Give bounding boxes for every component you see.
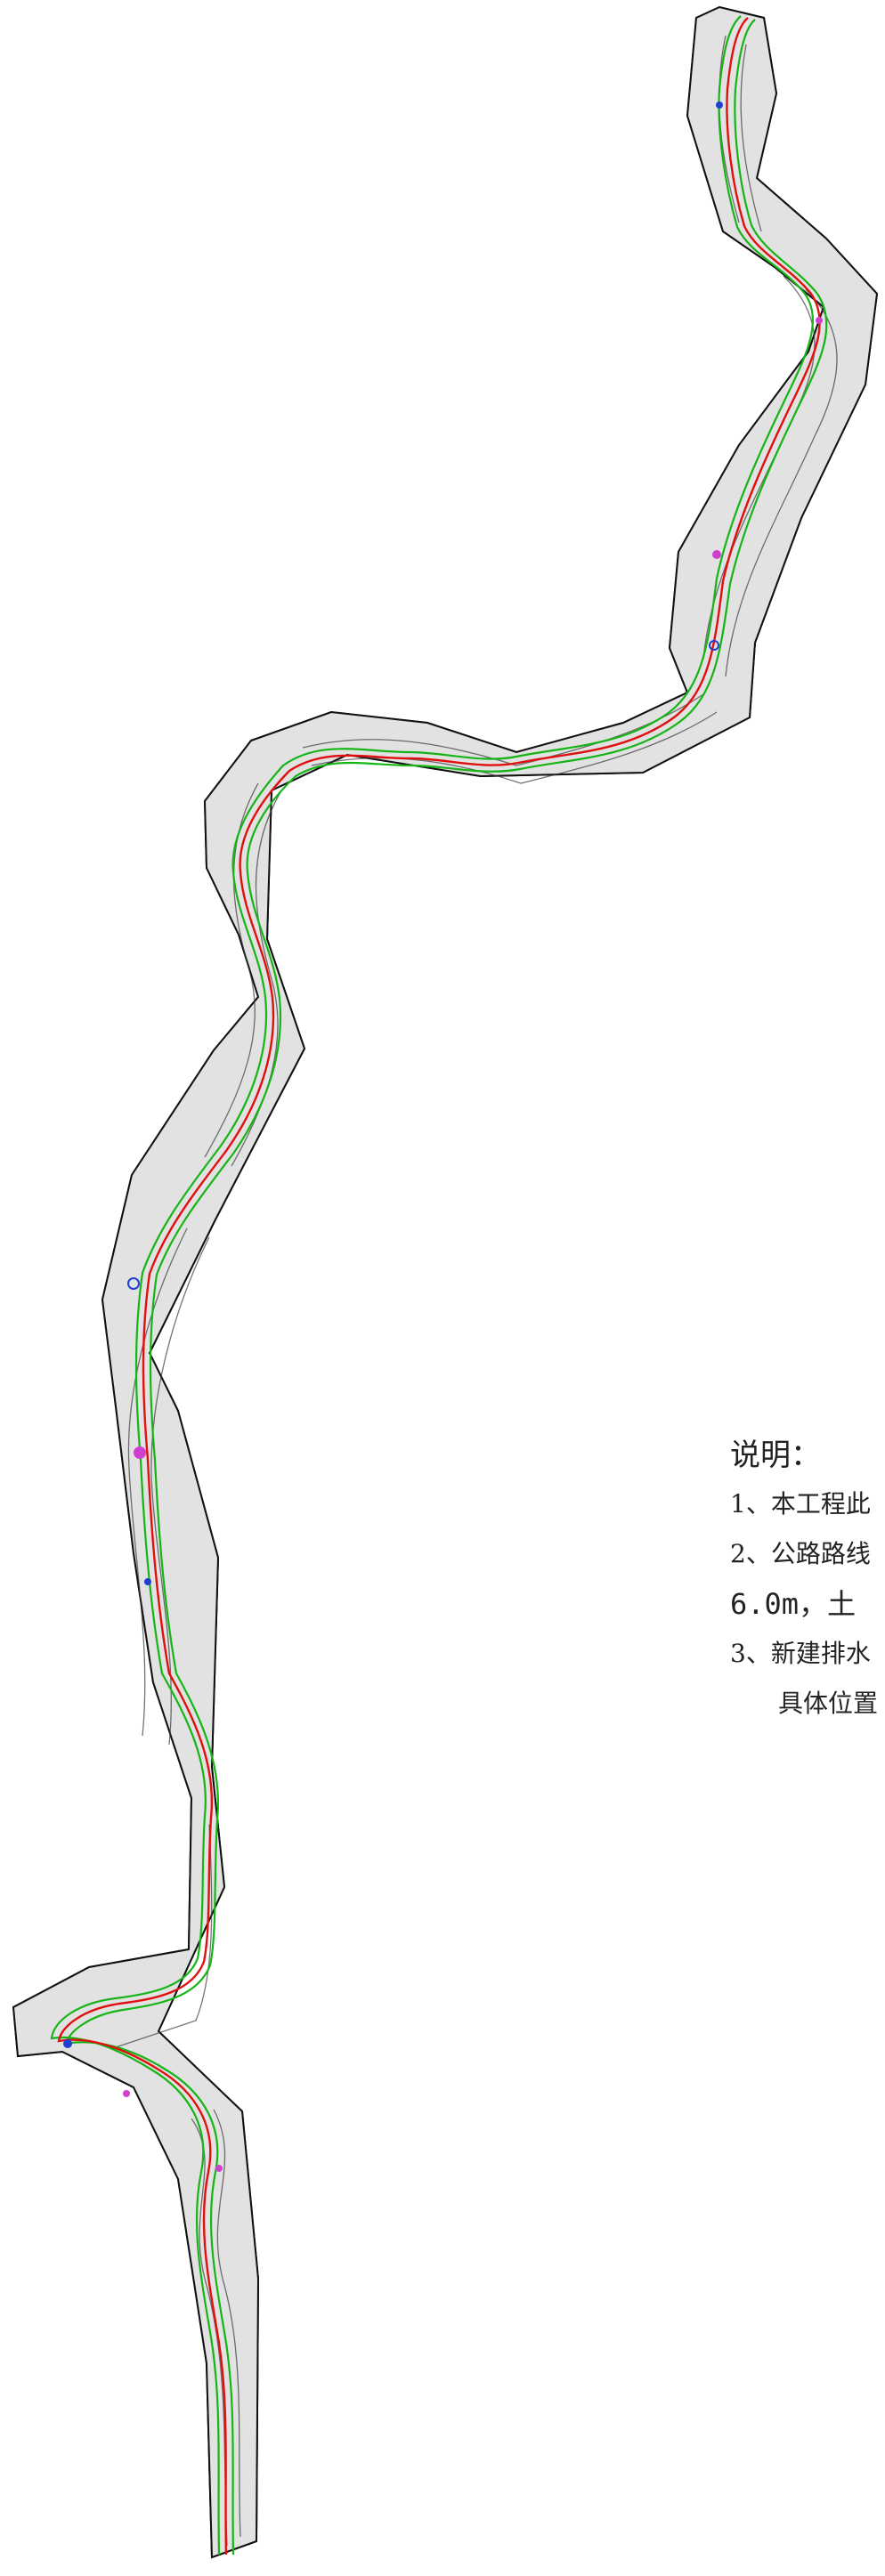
survey-marker (134, 1446, 146, 1459)
design-notes: 说明： 1、本工程此 2、公路路线 6.0m，土 3、新建排水 具体位置 (730, 1431, 885, 1729)
survey-marker (127, 1277, 140, 1290)
survey-marker (712, 550, 721, 559)
contour-lines (115, 35, 838, 2547)
notes-line-4: 3、新建排水 (730, 1639, 871, 1668)
survey-annotations (63, 101, 823, 2172)
survey-marker (716, 101, 723, 109)
notes-title: 说明： (730, 1438, 821, 1473)
survey-marker (709, 640, 719, 651)
survey-marker (816, 317, 823, 324)
notes-line-1: 1、本工程此 (730, 1489, 871, 1519)
survey-marker (123, 2090, 130, 2097)
notes-line-3: 6.0m，土 (730, 1587, 857, 1621)
notes-line-5: 具体位置 (778, 1689, 879, 1718)
survey-marker (144, 1578, 151, 1585)
notes-line-2: 2、公路路线 (730, 1539, 871, 1568)
survey-marker (63, 2039, 72, 2048)
road-centerline (57, 17, 821, 2556)
corridor-terrain (12, 5, 879, 2559)
road-alignment (50, 15, 828, 2556)
survey-marker (215, 2165, 223, 2172)
